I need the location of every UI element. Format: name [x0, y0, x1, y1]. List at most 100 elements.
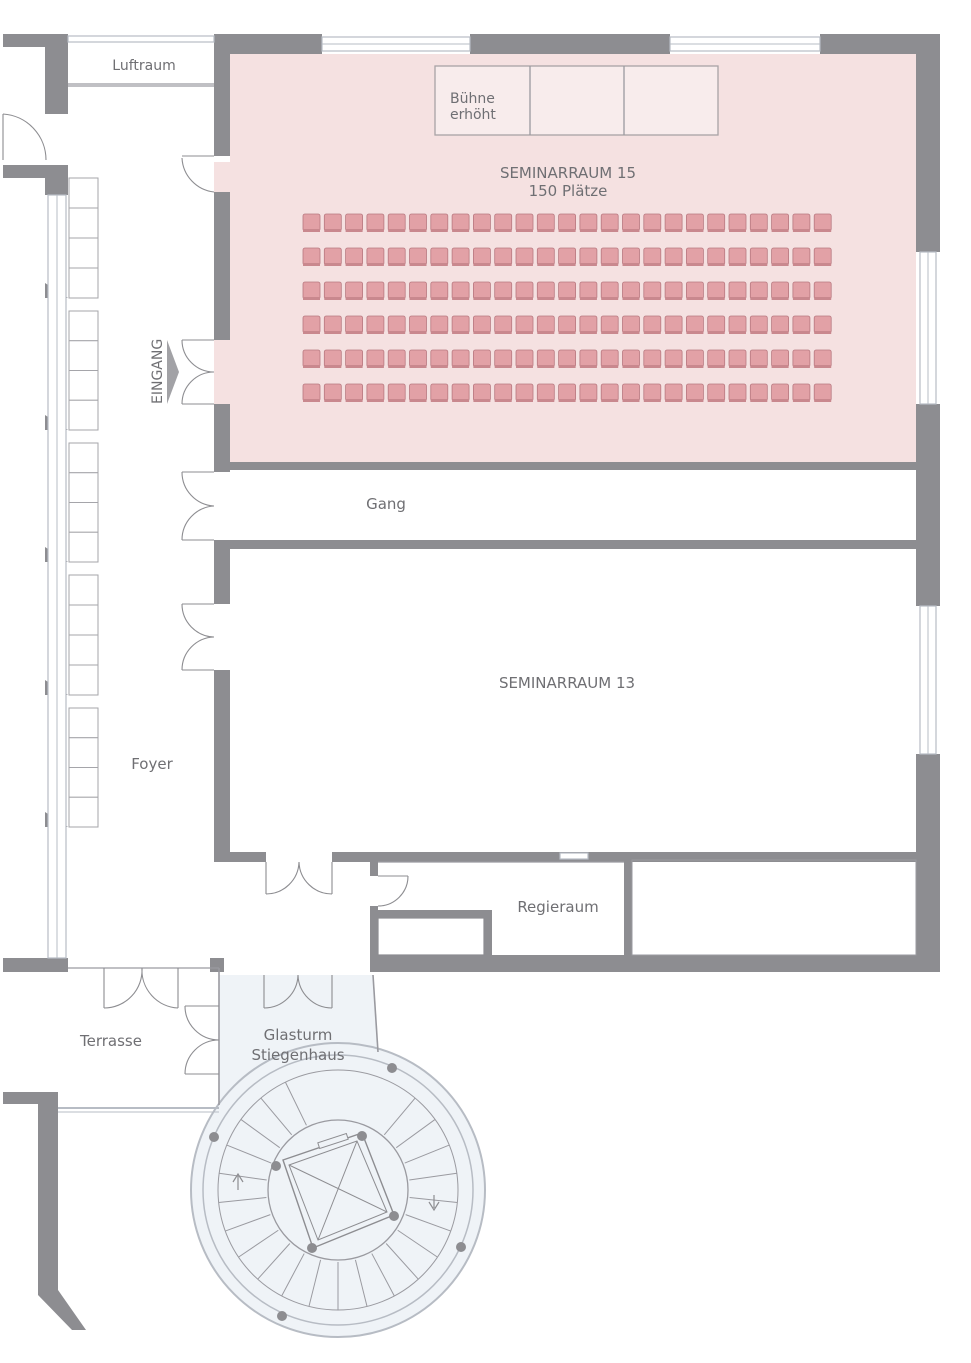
seat — [600, 349, 619, 368]
seat — [430, 315, 449, 334]
column — [456, 1242, 466, 1252]
seat — [515, 281, 534, 300]
seat — [686, 213, 704, 232]
locker — [68, 472, 99, 503]
seat — [643, 349, 662, 368]
doors — [2, 113, 409, 1075]
seat — [536, 281, 555, 300]
locker — [68, 207, 99, 239]
seat — [579, 281, 598, 300]
seat — [579, 213, 598, 232]
seat — [472, 349, 491, 368]
seat — [813, 383, 832, 402]
walls — [3, 34, 940, 1330]
seat — [323, 349, 342, 368]
seat — [792, 349, 811, 368]
seat — [771, 213, 789, 232]
seat — [664, 247, 683, 266]
locker — [68, 370, 99, 401]
locker — [68, 664, 99, 696]
seat — [558, 213, 576, 232]
seat — [728, 213, 747, 232]
seat — [558, 247, 576, 266]
seat — [558, 349, 576, 368]
seat — [622, 247, 640, 266]
seat — [515, 315, 534, 334]
locker — [68, 707, 99, 739]
seat — [664, 383, 683, 402]
seat — [302, 349, 321, 368]
seat — [664, 281, 683, 300]
seat — [792, 383, 811, 402]
seat — [728, 349, 747, 368]
label-gang: Gang — [366, 495, 406, 513]
seat — [749, 213, 768, 232]
seat — [345, 315, 364, 334]
seat — [600, 281, 619, 300]
seat — [451, 315, 470, 334]
seat — [579, 247, 598, 266]
seat — [323, 213, 342, 232]
seat — [430, 281, 449, 300]
seat — [622, 349, 640, 368]
column — [387, 1063, 397, 1073]
seat — [430, 213, 449, 232]
label-foyer: Foyer — [131, 755, 173, 773]
seat — [643, 247, 662, 266]
seat — [472, 315, 491, 334]
seat — [430, 349, 449, 368]
label-stage-line2: erhöht — [450, 107, 496, 123]
seat — [366, 349, 385, 368]
entrance-marker: EINGANG — [150, 339, 179, 404]
seat — [494, 281, 513, 300]
seat — [707, 349, 726, 368]
seat — [387, 281, 406, 300]
label-seminarraum-13: SEMINARRAUM 13 — [499, 674, 635, 692]
label-seminarraum-15-capacity: 150 Plätze — [529, 182, 608, 200]
seat — [536, 247, 555, 266]
seat — [536, 315, 555, 334]
seat — [749, 315, 768, 334]
seat — [472, 247, 491, 266]
locker — [68, 531, 99, 563]
seat — [472, 383, 491, 402]
seat — [771, 383, 789, 402]
seat — [792, 213, 811, 232]
label-regieraum: Regieraum — [517, 898, 598, 916]
seat — [558, 315, 576, 334]
seat — [749, 349, 768, 368]
seat — [664, 315, 683, 334]
seat — [515, 383, 534, 402]
seat — [494, 213, 513, 232]
seat — [387, 383, 406, 402]
seat — [813, 349, 832, 368]
column — [209, 1132, 219, 1142]
seat — [515, 349, 534, 368]
seat — [387, 315, 406, 334]
seat — [622, 281, 640, 300]
locker — [68, 574, 99, 606]
locker — [68, 442, 99, 474]
label-terrasse: Terrasse — [79, 1032, 142, 1050]
locker — [68, 604, 99, 636]
seat — [302, 247, 321, 266]
seat — [749, 383, 768, 402]
seat — [707, 315, 726, 334]
seat — [345, 247, 364, 266]
seat — [643, 315, 662, 334]
seat — [366, 383, 385, 402]
seat — [813, 247, 832, 266]
seat — [686, 349, 704, 368]
seat — [536, 349, 555, 368]
column — [271, 1161, 281, 1171]
locker — [68, 237, 99, 269]
seat-rows — [302, 213, 832, 402]
seat — [430, 247, 449, 266]
seat — [749, 281, 768, 300]
foyer-lockers — [68, 177, 99, 828]
seat — [345, 349, 364, 368]
seat — [792, 247, 811, 266]
seat — [600, 247, 619, 266]
seat — [323, 247, 342, 266]
seat — [728, 247, 747, 266]
